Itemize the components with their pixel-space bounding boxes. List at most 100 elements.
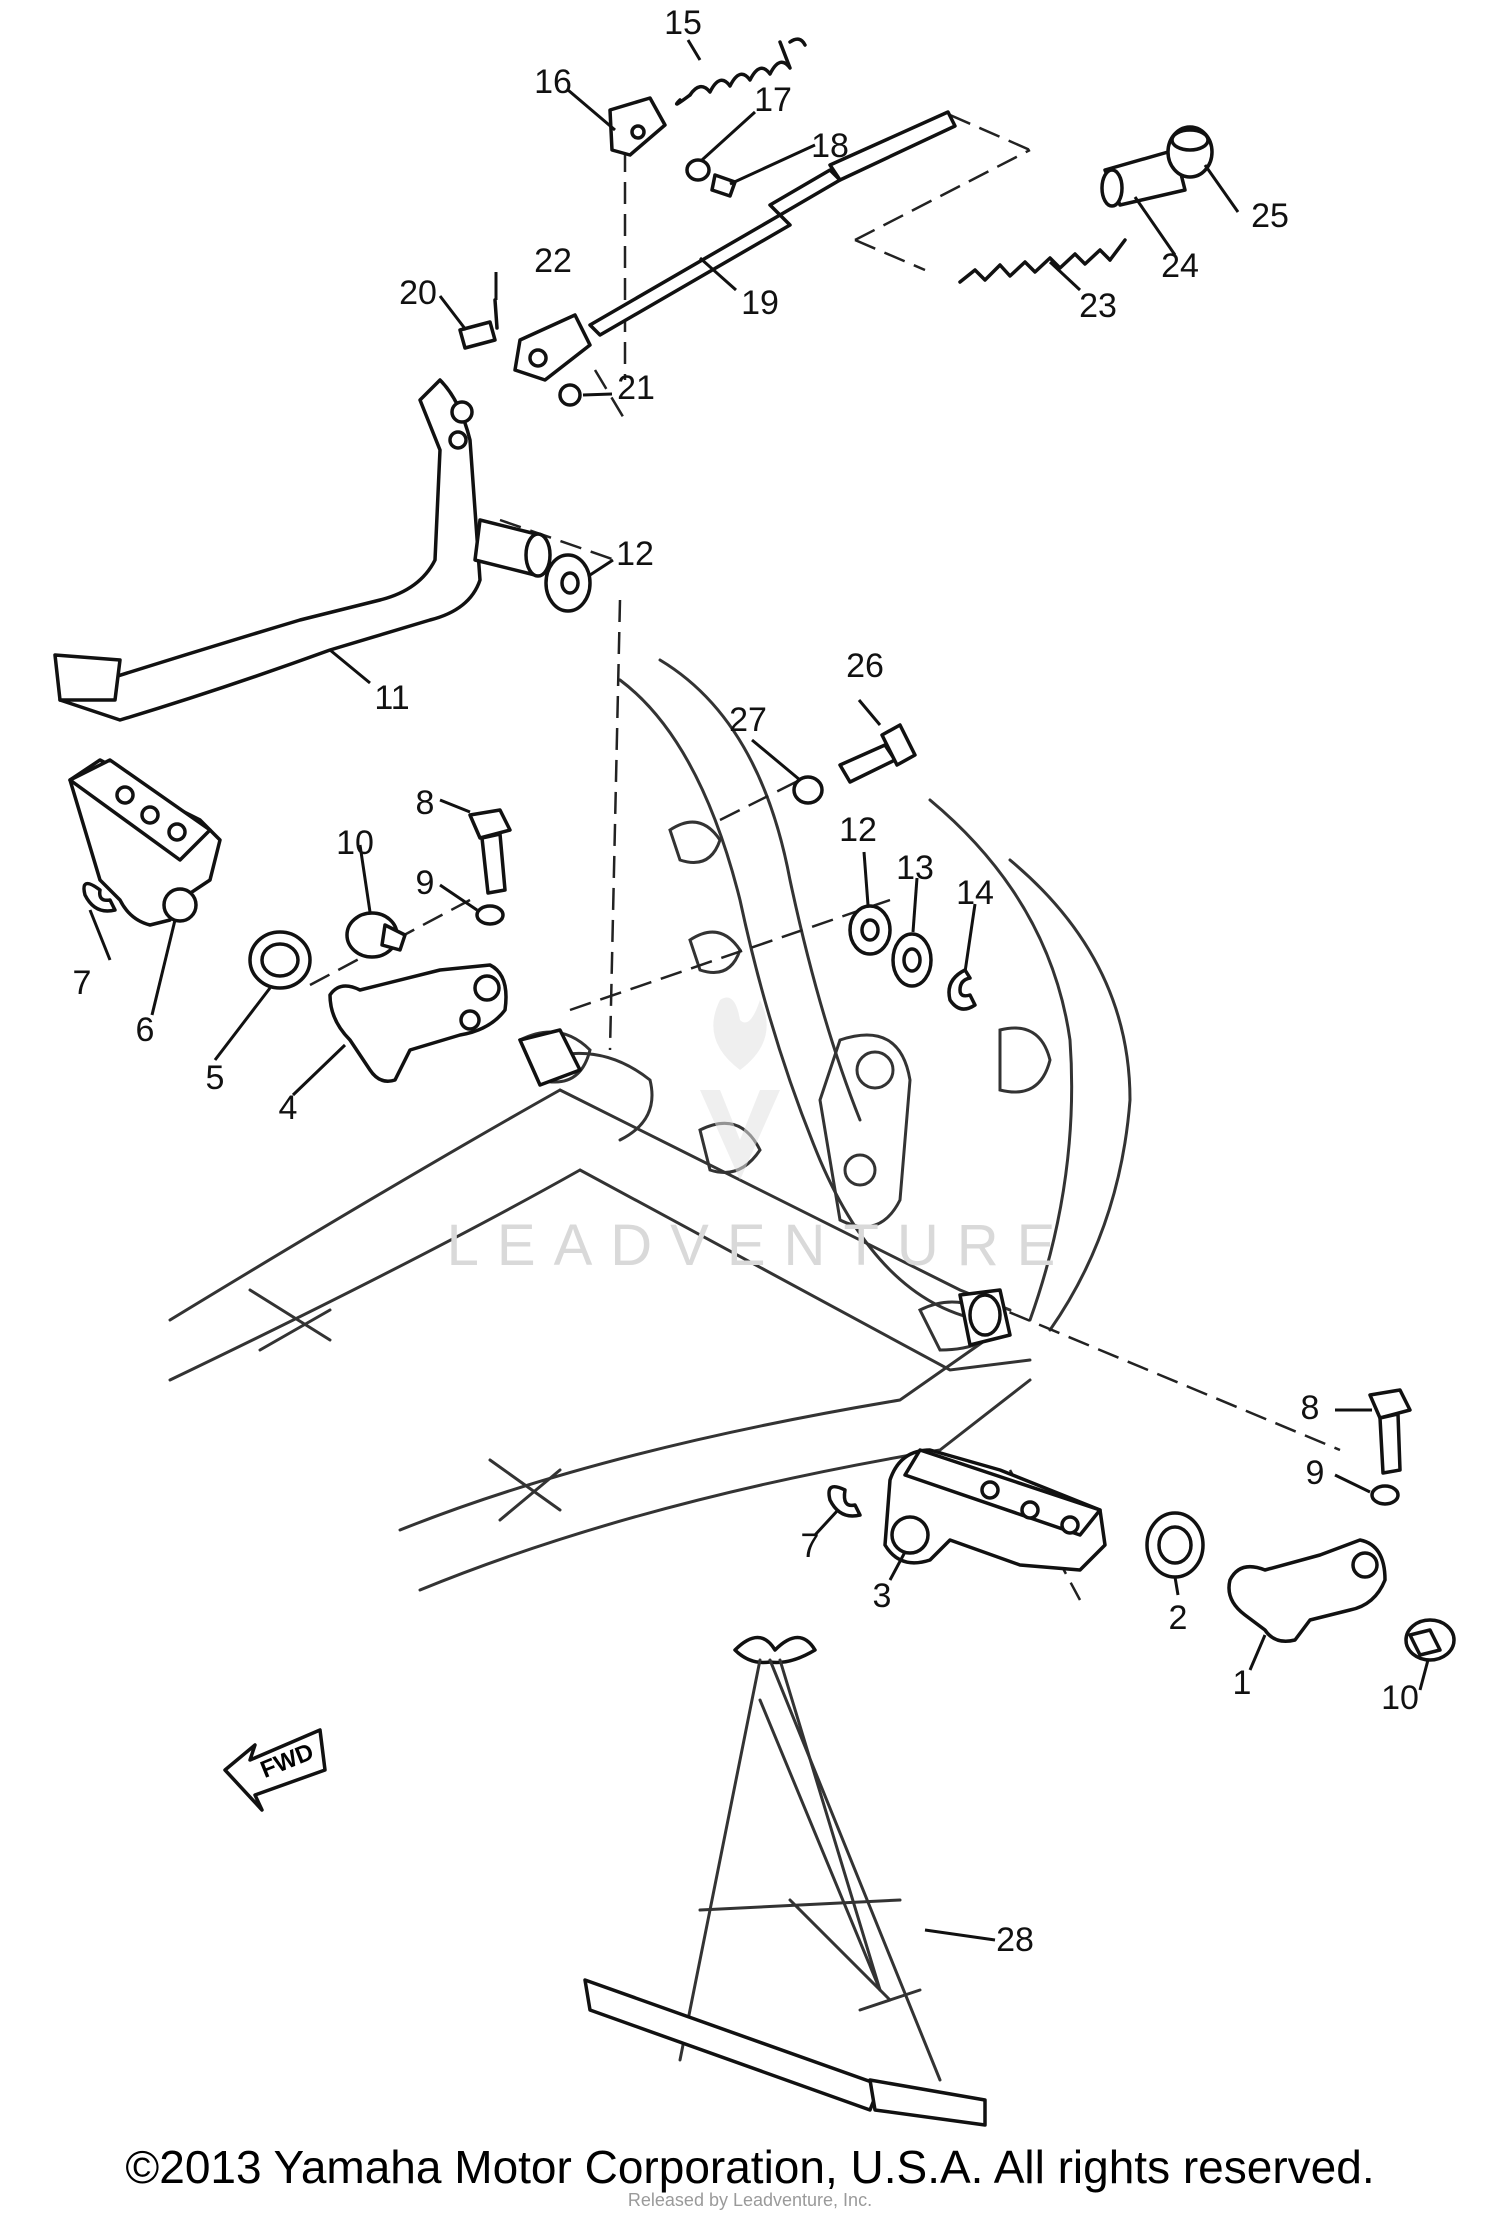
callout-15: 15 xyxy=(664,4,702,42)
footrest-bracket-right xyxy=(1227,1538,1387,1643)
return-spring xyxy=(688,40,792,97)
callout-11: 11 xyxy=(374,679,409,717)
callout-2: 2 xyxy=(1169,1599,1188,1637)
pedal-tip xyxy=(53,653,122,702)
callouts: 1 2 3 4 5 6 7 7 8 8 9 9 10 10 11 12 12 1… xyxy=(73,4,1419,1959)
copyright-notice: ©2013 Yamaha Motor Corporation, U.S.A. A… xyxy=(125,2141,1375,2193)
callout-3: 3 xyxy=(873,1577,892,1615)
footrest-right-plate xyxy=(903,1448,1102,1537)
callout-25: 25 xyxy=(1251,197,1289,235)
callout-10-right: 10 xyxy=(1381,1679,1419,1717)
bracket-left-hole xyxy=(473,974,501,1002)
clip-right xyxy=(827,1484,862,1518)
callout-23: 23 xyxy=(1079,287,1117,325)
footrest-right-pivot xyxy=(890,1515,930,1555)
switch-body-end xyxy=(1100,168,1124,208)
nut-17 xyxy=(685,158,711,182)
spring-left-inner xyxy=(260,942,300,978)
footrest-right-hole xyxy=(980,1480,1000,1500)
footrest-left-hole xyxy=(115,785,135,805)
callout-9-left: 9 xyxy=(416,864,435,902)
clevis xyxy=(513,313,592,382)
brake-rod-end xyxy=(768,168,842,217)
callout-12-upper: 12 xyxy=(616,535,654,573)
switch-nut-top xyxy=(1170,128,1210,152)
callout-18: 18 xyxy=(811,127,849,165)
clip-left xyxy=(82,881,117,913)
bracket-hole xyxy=(630,124,646,140)
bracket-right-hole xyxy=(1351,1551,1379,1579)
callout-12-lower: 12 xyxy=(839,811,877,849)
spring-hook xyxy=(674,37,807,106)
callout-9-right: 9 xyxy=(1306,1454,1325,1492)
bracket-left-hole-2 xyxy=(459,1009,481,1031)
callout-4: 4 xyxy=(279,1089,298,1127)
rod-thread xyxy=(828,110,957,182)
callout-22: 22 xyxy=(534,242,572,280)
washer-12-upper-hole xyxy=(560,571,580,595)
callout-8-left: 8 xyxy=(416,784,435,822)
bolt-10-left-shank xyxy=(380,923,407,952)
washer-9-left xyxy=(475,904,505,926)
bolt-18 xyxy=(710,173,737,198)
spring-right-inner xyxy=(1157,1525,1193,1565)
washer-12-lower-hole xyxy=(860,918,880,942)
washer-9-right xyxy=(1370,1484,1400,1506)
callout-16: 16 xyxy=(534,63,572,101)
stand xyxy=(583,1635,987,2127)
callout-20: 20 xyxy=(399,274,437,312)
callout-24: 24 xyxy=(1161,247,1199,285)
pedal-shaft-end xyxy=(524,532,552,578)
footrest-right-hole-3 xyxy=(1060,1515,1080,1535)
footrest-left-hole-2 xyxy=(140,805,160,825)
callout-13: 13 xyxy=(896,849,934,887)
clevis-pin-hole xyxy=(528,348,548,368)
callout-27: 27 xyxy=(729,701,767,739)
clip-14 xyxy=(947,968,977,1011)
switch-spring xyxy=(958,248,1112,284)
callout-19: 19 xyxy=(741,284,779,322)
washer-13-hole xyxy=(902,947,922,973)
footrest-bracket-left xyxy=(328,963,508,1083)
frame-mount-left xyxy=(518,1028,582,1087)
callout-21: 21 xyxy=(617,369,655,407)
fwd-arrow: FWD xyxy=(223,1728,327,1812)
callout-14: 14 xyxy=(956,874,994,912)
frame-outline xyxy=(168,658,1132,1592)
cotter-pin xyxy=(493,298,499,330)
callout-7-right: 7 xyxy=(801,1527,820,1565)
footrest-right-hole-2 xyxy=(1020,1500,1040,1520)
switch-spring-end xyxy=(1108,238,1127,262)
watermark-subtext: Released by Leadventure, Inc. xyxy=(627,2190,873,2210)
pedal-hole-2 xyxy=(448,430,468,450)
bolt-8-left-shank xyxy=(480,832,507,895)
bolt-8-left-head xyxy=(468,808,512,840)
watermark-logo xyxy=(700,997,780,1180)
clevis-pin xyxy=(458,320,497,350)
callout-6: 6 xyxy=(136,1011,155,1049)
pedal-hole xyxy=(450,400,474,424)
callout-17: 17 xyxy=(754,81,792,119)
footrest-left-hole-3 xyxy=(167,822,187,842)
bolt-10-right-shank xyxy=(1408,1628,1442,1657)
bolt-26 xyxy=(838,743,897,784)
bolt-8-right-shank xyxy=(1378,1412,1402,1475)
nut-21 xyxy=(558,383,582,407)
frame-mount-bolt xyxy=(968,1293,1002,1337)
callout-7-left: 7 xyxy=(73,964,92,1002)
callout-28: 28 xyxy=(996,1921,1034,1959)
brake-rod xyxy=(588,213,792,337)
callout-8-right: 8 xyxy=(1301,1389,1320,1427)
watermark-text: LEADVENTURE xyxy=(447,1213,1074,1278)
bolt-26-head xyxy=(880,723,917,767)
callout-5: 5 xyxy=(206,1059,225,1097)
callout-26: 26 xyxy=(846,647,884,685)
leader-lines xyxy=(88,39,1430,1942)
footrest-left-pivot xyxy=(162,887,198,923)
brake-pedal xyxy=(58,378,482,722)
callout-1: 1 xyxy=(1233,1664,1252,1702)
callout-10-left: 10 xyxy=(336,824,374,862)
washer-27 xyxy=(792,775,824,805)
bolt-8-right-head xyxy=(1368,1388,1412,1420)
